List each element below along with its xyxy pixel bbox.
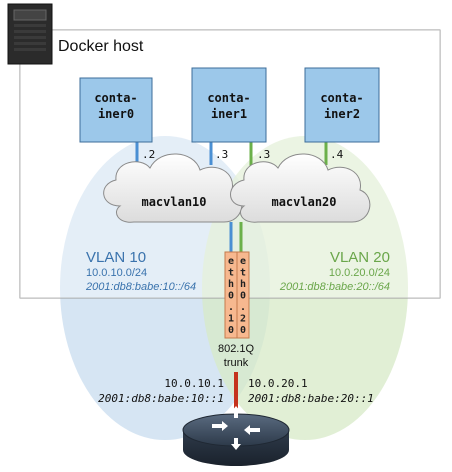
eth0-20-label-char: h [240,279,246,290]
vlan10-title: VLAN 10 [86,249,146,266]
trunk-label-line1: 802.1Q [218,343,255,355]
eth0-20-label-char: 0 [240,325,246,336]
eth0-10-label-char: 1 [228,314,234,325]
router-ipv4-vlan20: 10.0.20.1 [248,377,308,390]
eth0-10-label-char: e [228,256,234,267]
container1-label-line1: conta- [207,91,250,105]
eth0-20-label-char: e [240,256,246,267]
eth0-20-interface [236,251,250,339]
trunk-label-line2: trunk [224,357,249,369]
vlan10-subnet-v6: 2001:db8:babe:10::/64 [85,281,196,293]
eth0-10-label-char: 0 [228,291,234,302]
container0-label-line1: conta- [94,91,137,105]
server-icon [7,3,53,65]
vlan20-subnet-v6: 2001:db8:babe:20::/64 [279,281,390,293]
eth0-10-label-char: 0 [228,325,234,336]
container2-label-line2: iner2 [324,107,360,121]
container2-port-label: .4 [330,148,344,161]
vlan20-subnet-v4: 10.0.20.0/24 [329,267,390,279]
container1-port-b-label: .3 [257,148,270,161]
eth0-20-label-char: 0 [240,291,246,302]
vlan10-subnet-v4: 10.0.10.0/24 [86,267,147,279]
macvlan10-cloud: macvlan10 [103,153,243,223]
eth0-10-label-char: . [228,302,234,313]
container2: conta- iner2 [304,67,380,143]
eth0-20-label-char: . [240,302,246,313]
container0-port-label: .2 [142,148,155,161]
router-icon [182,406,290,466]
router-ipv6-vlan20: 2001:db8:babe:20::1 [248,392,374,405]
eth0-20-label-char: t [240,268,246,279]
container1-port-a-label: .3 [215,148,228,161]
vlan20-title: VLAN 20 [330,249,390,266]
eth0-10-label-char: h [228,279,234,290]
docker-host-title: Docker host [58,38,144,55]
macvlan20-label: macvlan20 [271,195,336,209]
container2-label-line1: conta- [320,91,363,105]
container1: conta- iner1 [191,67,267,143]
container0-label-line2: iner0 [98,107,134,121]
router-ipv4-vlan10: 10.0.10.1 [164,377,224,390]
container1-label-line2: iner1 [211,107,247,121]
eth0-10-label-char: t [228,268,234,279]
macvlan20-cloud: macvlan20 [230,153,371,223]
macvlan10-label: macvlan10 [141,195,206,209]
eth0-20-label-char: 2 [240,314,246,325]
container0: conta- iner0 [79,77,153,143]
router-ipv6-vlan10: 2001:db8:babe:10::1 [98,392,224,405]
